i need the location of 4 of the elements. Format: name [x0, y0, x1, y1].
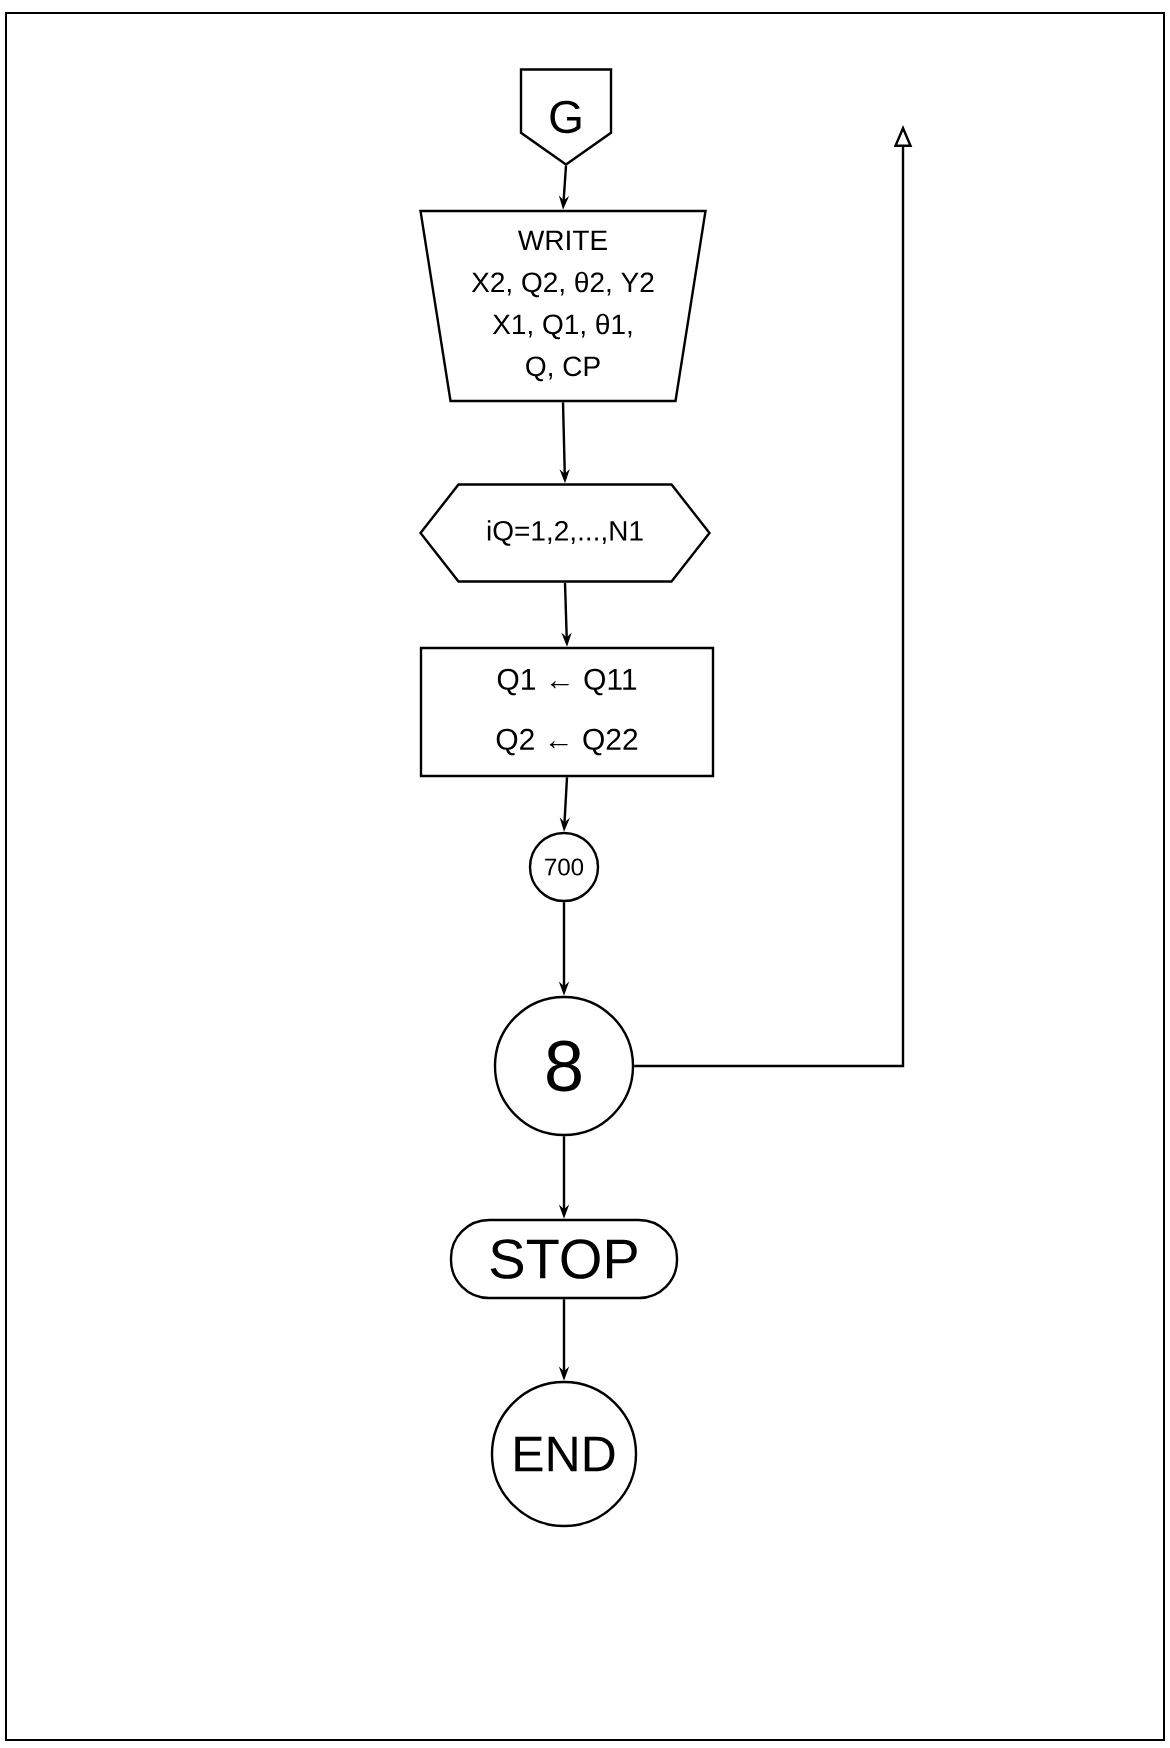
- loop-hexagon: iQ=1,2,...,N1: [419, 483, 712, 583]
- terminal-box: STOP: [449, 1218, 679, 1300]
- output-trapezoid: WRITE X2, Q2, θ2, Y2 X1, Q1, θ1, Q, CP: [419, 209, 707, 403]
- process-box: Q1 ← Q11 Q2 ← Q22: [419, 646, 715, 778]
